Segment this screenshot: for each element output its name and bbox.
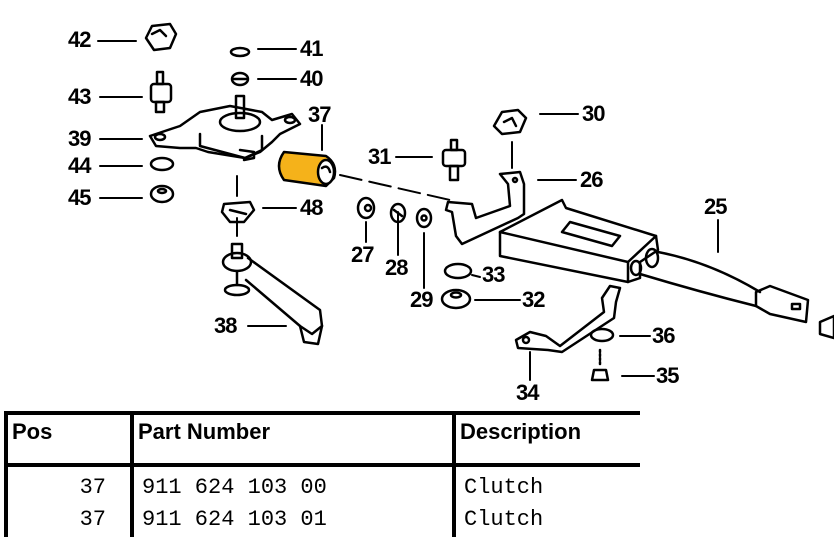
part-42-clip (144, 22, 178, 52)
callout-39[interactable]: 39 (68, 126, 92, 151)
table-row[interactable]: 37 911 624 103 00 Clutch (4, 465, 640, 505)
part-44-washer (149, 156, 175, 172)
part-33-washer (443, 262, 473, 280)
part-29-washer (415, 207, 433, 229)
part-32-nut (440, 288, 472, 310)
part-37-clutch (277, 150, 337, 188)
callout-25[interactable]: 25 (704, 194, 728, 219)
callout-37[interactable]: 37 (308, 102, 332, 127)
callout-48[interactable]: 48 (300, 195, 324, 220)
part-43-stud (149, 70, 173, 114)
part-48-star-nut (220, 200, 256, 224)
part-27-bushing (356, 196, 376, 220)
parts-table: Pos Part Number Description 37 911 624 1… (4, 411, 640, 537)
part-45-nut (149, 184, 175, 204)
callout-34[interactable]: 34 (516, 380, 540, 405)
part-31-stud (441, 138, 467, 182)
part-30-clip (492, 108, 528, 136)
callout-32[interactable]: 32 (522, 287, 546, 312)
callout-31[interactable]: 31 (368, 144, 392, 169)
leader-lines (97, 40, 719, 381)
part-34-bracket (514, 284, 622, 354)
table-row[interactable]: 37 911 624 103 01 Clutch (4, 505, 640, 537)
column-header-part-number: Part Number (130, 411, 456, 467)
column-header-description: Description (452, 411, 640, 467)
callout-42[interactable]: 42 (68, 27, 92, 52)
part-25-control-unit (498, 198, 834, 340)
part-41-ring (229, 46, 251, 58)
callout-44[interactable]: 44 (68, 153, 92, 178)
part-35-screw (590, 348, 610, 382)
cell-pos: 37 (4, 505, 132, 537)
callout-45[interactable]: 45 (68, 185, 92, 210)
exploded-parts-diagram: 42 41 40 43 37 39 44 45 48 31 30 26 25 2… (68, 22, 834, 405)
part-36-washer (589, 327, 615, 343)
table-header-row: Pos Part Number Description (4, 411, 640, 467)
cell-part-number: 911 624 103 00 (130, 465, 454, 505)
cell-description: Clutch (452, 465, 640, 505)
part-40-nut (230, 71, 250, 87)
callout-35[interactable]: 35 (656, 363, 680, 388)
callout-40[interactable]: 40 (300, 66, 324, 91)
callout-28[interactable]: 28 (385, 255, 409, 280)
callout-38[interactable]: 38 (214, 313, 238, 338)
column-header-pos: Pos (4, 411, 134, 467)
callout-36[interactable]: 36 (652, 323, 676, 348)
callout-26[interactable]: 26 (580, 167, 604, 192)
callout-41[interactable]: 41 (300, 36, 324, 61)
part-28-spring-washer (389, 202, 407, 224)
part-26-bracket (444, 170, 526, 246)
part-39-housing (148, 94, 302, 162)
cell-part-number: 911 624 103 01 (130, 505, 454, 537)
callout-29[interactable]: 29 (410, 287, 434, 312)
cell-description: Clutch (452, 505, 640, 537)
diagram-drawing (97, 22, 834, 382)
callout-30[interactable]: 30 (582, 101, 606, 126)
part-38-lever (221, 242, 324, 346)
callout-33[interactable]: 33 (482, 262, 506, 287)
callout-27[interactable]: 27 (351, 242, 375, 267)
callout-43[interactable]: 43 (68, 84, 92, 109)
cell-pos: 37 (4, 465, 132, 505)
